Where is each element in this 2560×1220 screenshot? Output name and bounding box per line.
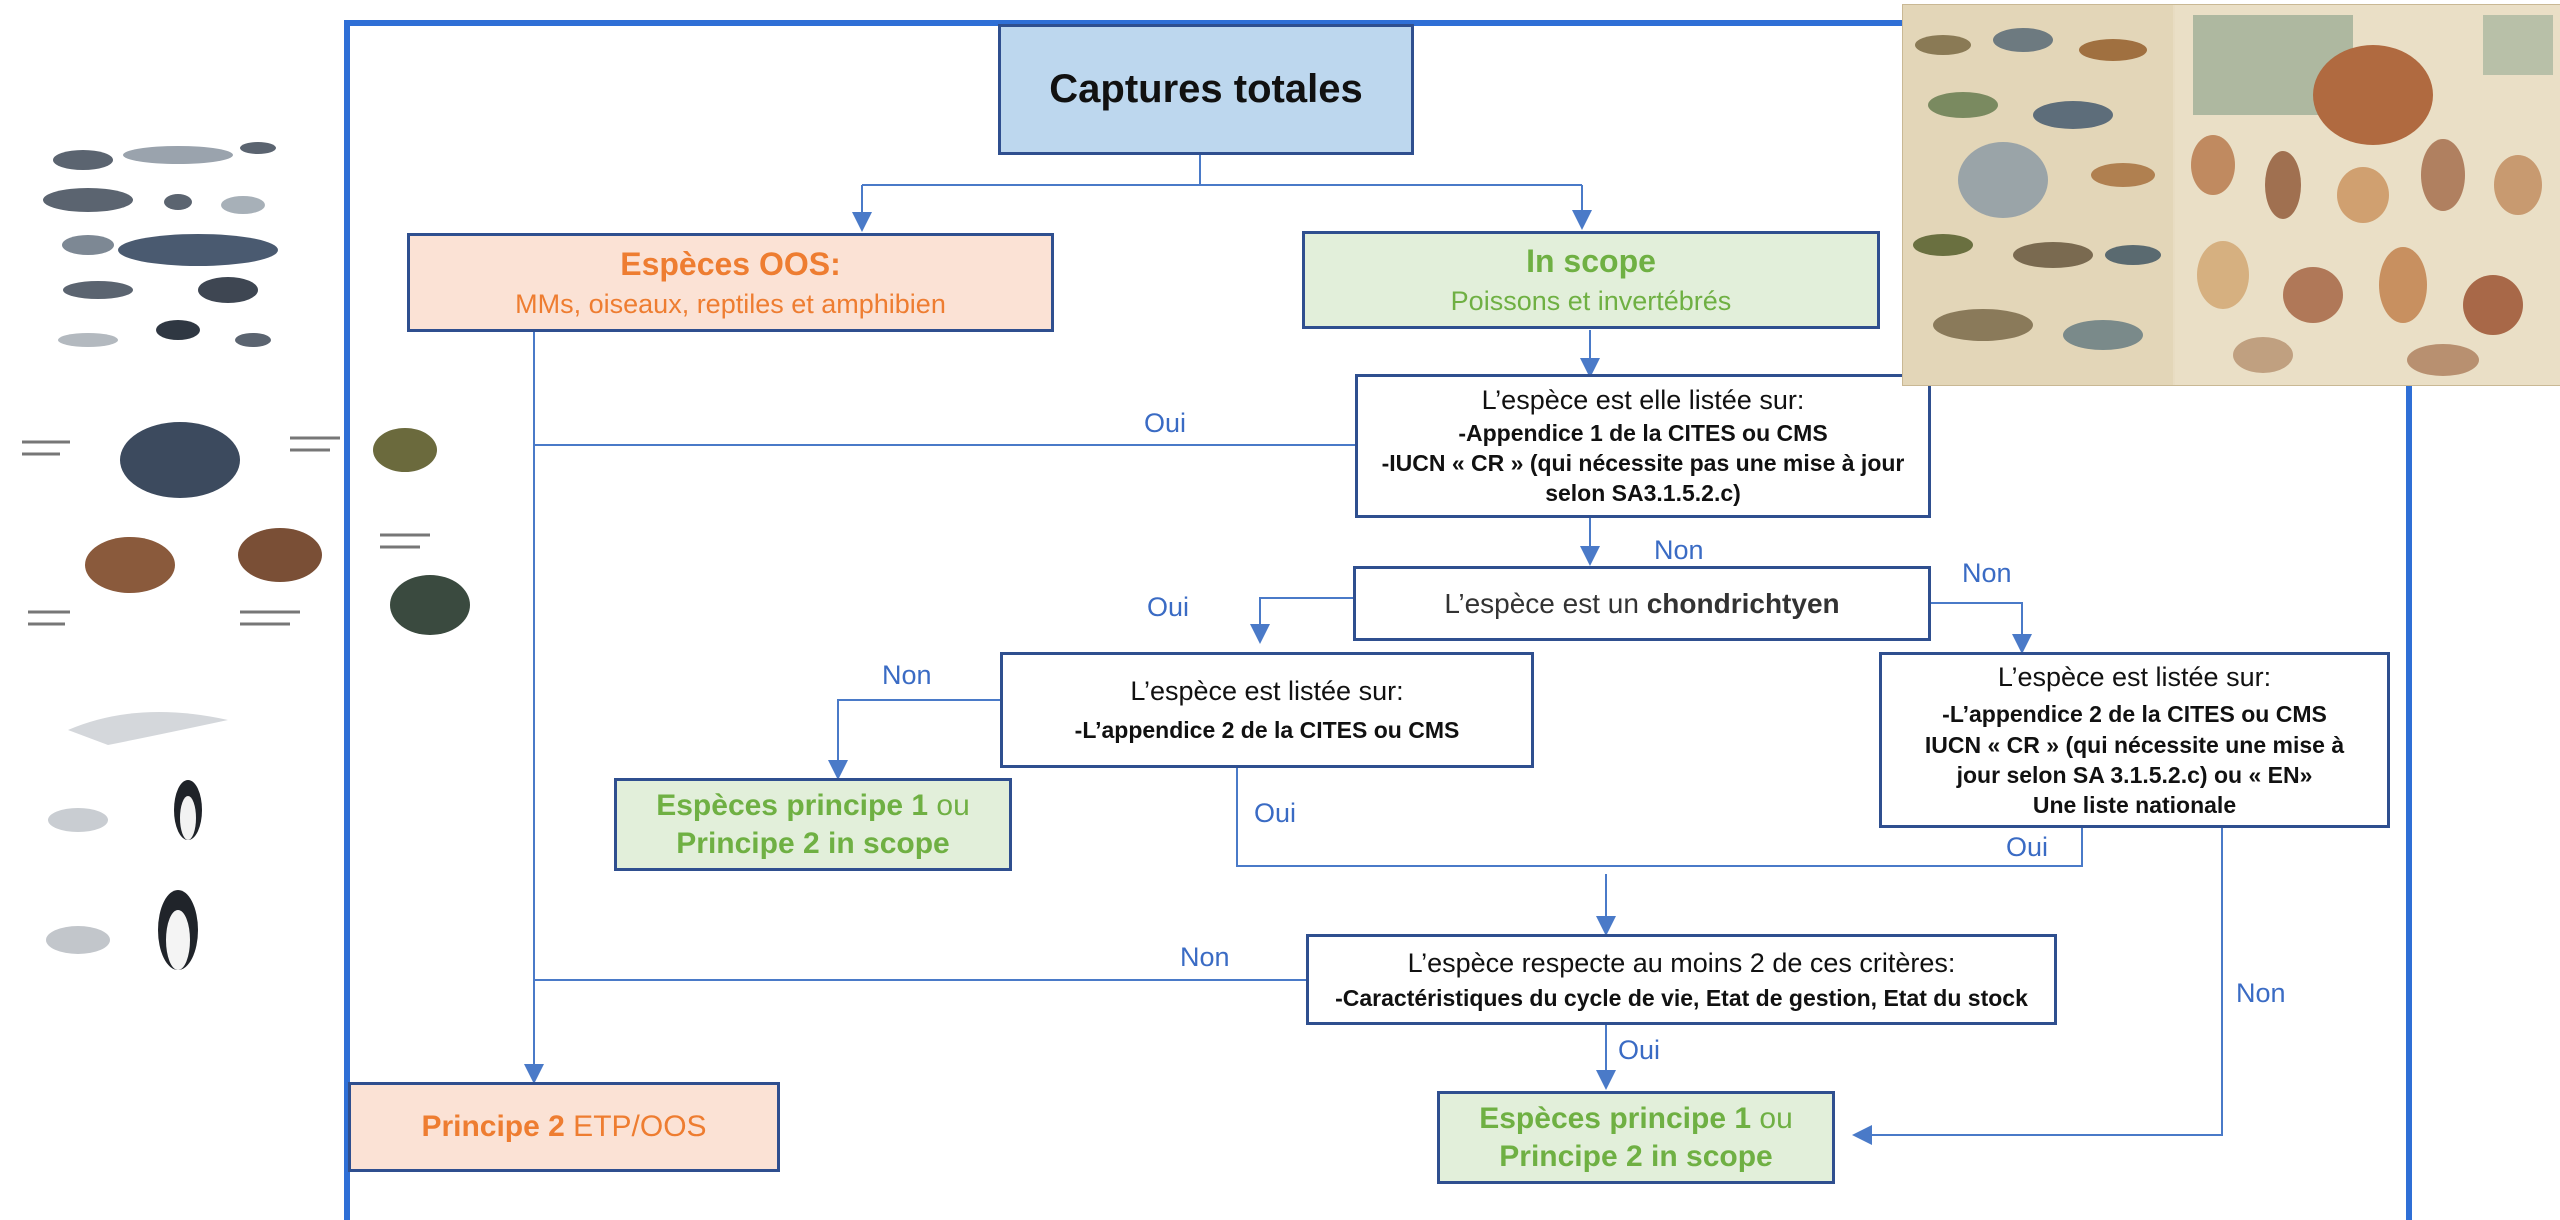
- result-right-part1: Espèces principe 1: [1479, 1101, 1752, 1135]
- oos-box: Espèces OOS: MMs, oiseaux, reptiles et a…: [407, 233, 1054, 332]
- q1-line4: selon SA3.1.5.2.c): [1545, 480, 1741, 506]
- connector-q4-non: [1852, 826, 2223, 1145]
- sea-turtles-illustration: [10, 390, 490, 660]
- result-principe2: Principe 2 ETP/OOS: [348, 1082, 780, 1172]
- connector-q3-oui: [1236, 768, 2083, 867]
- inscope-subtitle: Poissons et invertébrés: [1450, 286, 1732, 316]
- label-q1-oui: Oui: [1144, 408, 1187, 438]
- q4-line1: L’espèce est listée sur:: [1997, 661, 2272, 692]
- question-chondrichtyen: L’espèce est un chondrichtyen: [1353, 566, 1931, 641]
- q2-prefix: L’espèce est un: [1444, 587, 1647, 619]
- result-right-part2: ou: [1751, 1101, 1793, 1135]
- connector-title-split: [862, 155, 1582, 186]
- question-cites-appendix1: L’espèce est elle listée sur: -Appendice…: [1355, 374, 1931, 518]
- result-left-part2: ou: [928, 788, 970, 822]
- marine-mammals-illustration: [28, 130, 288, 360]
- q2-text: L’espèce est un chondrichtyen: [1444, 588, 1839, 620]
- question-cites-appendix2: L’espèce est listée sur: -L’appendice 2 …: [1000, 652, 1534, 768]
- q3-line2: -L’appendice 2 de la CITES ou CMS: [1074, 717, 1460, 743]
- q1-line1: L’espèce est elle listée sur:: [1481, 385, 1805, 415]
- result-left-line1: Espèces principe 1 ou: [656, 789, 970, 823]
- q4-line2: -L’appendice 2 de la CITES ou CMS: [1942, 700, 2327, 727]
- diagram-frame: [344, 20, 2412, 1220]
- connector-q3-non: [828, 699, 1000, 780]
- label-q4-oui: Oui: [2006, 832, 2049, 862]
- seabirds-illustration: [18, 690, 248, 1010]
- result-left-line2: Principe 2 in scope: [676, 826, 950, 860]
- title-box: Captures totales: [998, 24, 1414, 155]
- q4-line3: IUCN « CR » (qui nécessite une mise à: [1924, 731, 2345, 758]
- q4-line4: jour selon SA 3.1.5.2.c) ou « EN»: [1956, 761, 2313, 788]
- label-q4-non: Non: [2236, 978, 2286, 1008]
- label-q3-oui: Oui: [1254, 798, 1297, 828]
- connector-q2-oui: [1250, 597, 1353, 644]
- q4-line5: Une liste nationale: [2032, 791, 2237, 818]
- oos-title: Espèces OOS:: [620, 245, 841, 282]
- inscope-title: In scope: [1526, 243, 1656, 279]
- question-criteria: L’espèce respecte au moins 2 de ces crit…: [1306, 934, 2057, 1025]
- result-p2-part1: Principe 2: [421, 1110, 565, 1143]
- result-left-part1: Espèces principe 1: [656, 788, 929, 822]
- result-p2-part2: ETP/OOS: [564, 1110, 707, 1143]
- q1-line3: -IUCN « CR » (qui nécessite pas une mise…: [1381, 450, 1905, 476]
- oos-subtitle: MMs, oiseaux, reptiles et amphibien: [515, 288, 946, 319]
- result-principe1-right: Espèces principe 1 ou Principe 2 in scop…: [1437, 1091, 1835, 1184]
- fish-shells-plates: [1902, 4, 2560, 386]
- q5-line2: -Caractéristiques du cycle de vie, Etat …: [1335, 984, 2028, 1011]
- inscope-box: In scope Poissons et invertébrés: [1302, 231, 1880, 329]
- label-q5-non: Non: [1180, 942, 1230, 972]
- result-p2-line: Principe 2 ETP/OOS: [421, 1110, 706, 1144]
- label-q2-oui: Oui: [1147, 592, 1190, 622]
- result-right-line1: Espèces principe 1 ou: [1479, 1102, 1793, 1136]
- title-text: Captures totales: [1049, 67, 1363, 111]
- label-q5-oui: Oui: [1618, 1035, 1661, 1065]
- label-q2-non: Non: [1962, 558, 2012, 588]
- q2-bold: chondrichtyen: [1646, 587, 1840, 619]
- result-principe1-left: Espèces principe 1 ou Principe 2 in scop…: [614, 778, 1012, 871]
- question-listing-criteria: L’espèce est listée sur: -L’appendice 2 …: [1879, 652, 2390, 828]
- result-right-line2: Principe 2 in scope: [1499, 1139, 1773, 1173]
- q5-line1: L’espèce respecte au moins 2 de ces crit…: [1407, 947, 1956, 978]
- label-q3-non: Non: [882, 660, 932, 690]
- label-q1-non: Non: [1654, 535, 1704, 565]
- connector-q2-non: [1930, 602, 2032, 654]
- q3-line1: L’espèce est listée sur:: [1130, 676, 1404, 706]
- q1-line2: -Appendice 1 de la CITES ou CMS: [1458, 420, 1828, 446]
